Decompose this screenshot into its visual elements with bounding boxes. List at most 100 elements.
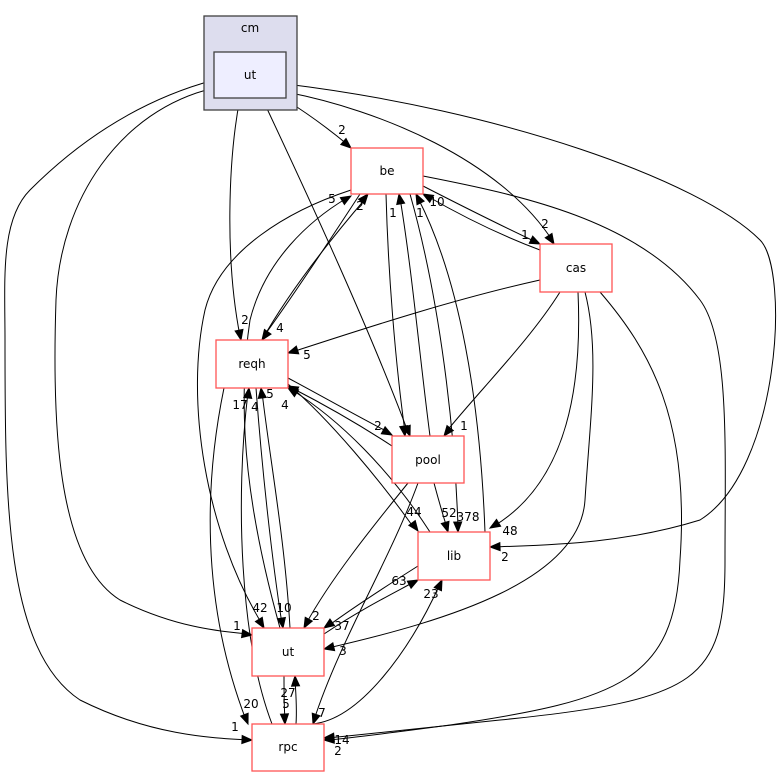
edge-weight-label[interactable]: 1 — [233, 619, 241, 633]
node-ut-label: ut — [282, 645, 295, 659]
edge-weight-label[interactable]: 2 — [338, 123, 346, 137]
edge-weight-label[interactable]: 2 — [501, 550, 509, 564]
edge-weight-label[interactable]: 10 — [276, 601, 291, 615]
edge-weight-label[interactable]: 27 — [280, 686, 295, 700]
edge-cm-ut-to-ut[interactable]: 1 — [54, 87, 254, 639]
edge-rpc-to-ut[interactable]: 27 — [280, 674, 301, 725]
arrowhead-icon — [407, 519, 419, 533]
arrowhead-icon — [440, 520, 450, 534]
edge-rpc-to-lib[interactable]: 23 — [311, 578, 443, 725]
edge-weight-label[interactable]: 1 — [416, 206, 424, 220]
node-ut[interactable]: ut — [251, 627, 325, 677]
edge-weight-label[interactable]: 37 — [334, 619, 349, 633]
arrowhead-icon — [257, 386, 268, 400]
edge-pool-to-reqh[interactable]: 5 — [266, 385, 393, 447]
edge-line — [263, 193, 361, 337]
arrowhead-icon — [322, 618, 336, 629]
edge-lib-to-reqh[interactable]: 4 — [281, 387, 431, 533]
edge-weight-label[interactable]: 14 — [334, 733, 349, 747]
arrowhead-icon — [398, 424, 409, 438]
edge-weight-label[interactable]: 10 — [429, 195, 444, 209]
edge-reqh-to-pool[interactable]: 2 — [287, 377, 394, 436]
edge-line — [327, 175, 726, 739]
edge-line — [311, 583, 441, 725]
edge-line — [287, 377, 389, 433]
edge-weight-label[interactable]: 2 — [241, 313, 249, 327]
edge-pool-to-be[interactable]: 1 — [389, 192, 431, 437]
node-lib[interactable]: lib — [417, 531, 491, 581]
edge-weight-label[interactable]: 2 — [312, 609, 320, 623]
edge-ut-to-rpc[interactable]: 5 — [279, 675, 290, 726]
node-reqh[interactable]: reqh — [215, 339, 289, 389]
edge-be-to-rpc[interactable]: 14 — [322, 175, 726, 747]
edge-line — [422, 185, 537, 243]
edge-lib-to-ut[interactable]: 37 — [322, 565, 419, 633]
edge-weight-label[interactable]: 20 — [243, 697, 258, 711]
edge-weight-label[interactable]: 4 — [251, 400, 259, 414]
edge-weight-label[interactable]: 5 — [266, 387, 274, 401]
edge-pool-to-ut[interactable]: 2 — [303, 482, 409, 630]
edge-weight-label[interactable]: 5 — [303, 348, 311, 362]
edge-be-to-ut[interactable]: 42 — [196, 189, 352, 630]
node-pool[interactable]: pool — [391, 435, 465, 484]
edge-weight-label[interactable]: 1 — [389, 206, 397, 220]
node-cas[interactable]: cas — [539, 243, 613, 293]
edge-line — [291, 387, 393, 447]
edge-weight-label[interactable]: 23 — [423, 587, 438, 601]
edge-weight-label[interactable]: 4 — [276, 321, 284, 335]
edge-pool-to-rpc[interactable]: 7 — [311, 482, 419, 726]
edge-weight-label[interactable]: 52 — [441, 506, 456, 520]
edge-weight-label[interactable]: 1 — [521, 228, 529, 242]
edges-layer: 2221121114113784214105148322244102015522… — [4, 79, 777, 758]
edge-line — [291, 279, 541, 353]
edge-weight-label[interactable]: 2 — [334, 744, 342, 758]
edge-weight-label[interactable]: 2 — [374, 419, 382, 433]
edge-be-to-reqh[interactable]: 4 — [261, 193, 361, 342]
edge-weight-label[interactable]: 378 — [457, 510, 480, 524]
edge-cm-ut-to-rpc[interactable]: 1 — [4, 79, 254, 745]
edge-weight-label[interactable]: 3 — [339, 644, 347, 658]
edge-cas-to-lib[interactable]: 48 — [488, 291, 580, 538]
edge-reqh-to-be[interactable]: 2 — [261, 192, 369, 341]
edge-weight-label[interactable]: 48 — [502, 524, 517, 538]
edge-reqh-to-ut[interactable]: 10 — [255, 387, 292, 630]
edge-line — [261, 97, 409, 433]
edge-cas-to-ut[interactable]: 3 — [322, 291, 594, 658]
arrowhead-icon — [396, 192, 406, 206]
edge-line — [313, 482, 419, 721]
edge-rpc-to-reqh[interactable]: 17 — [232, 386, 273, 725]
node-cm-ut[interactable]: ut — [213, 51, 287, 99]
edge-ut-to-reqh[interactable]: 4 — [251, 386, 291, 629]
edge-cas-to-reqh[interactable]: 5 — [286, 279, 541, 362]
edge-weight-label[interactable]: 5 — [328, 192, 336, 206]
edge-cm-ut-to-cas[interactable]: 2 — [285, 91, 555, 246]
edge-ut-to-lib[interactable]: 63 — [323, 574, 420, 635]
node-be[interactable]: be — [350, 147, 424, 195]
edge-cas-to-rpc[interactable]: 2 — [322, 291, 683, 758]
edge-weight-label[interactable]: 1 — [231, 720, 239, 734]
edge-be-to-lib[interactable]: 378 — [409, 193, 480, 534]
arrowhead-icon — [286, 345, 300, 355]
edge-weight-label[interactable]: 1 — [460, 419, 468, 433]
edge-weight-label[interactable]: 2 — [541, 217, 549, 231]
edge-weight-label[interactable]: 2 — [356, 199, 364, 213]
edge-cas-to-be[interactable]: 10 — [421, 193, 541, 251]
node-rpc[interactable]: rpc — [251, 723, 325, 772]
edge-weight-label[interactable]: 5 — [282, 697, 290, 711]
edge-weight-label[interactable]: 63 — [391, 574, 406, 588]
edge-weight-label[interactable]: 4 — [281, 398, 289, 412]
edge-pool-to-lib[interactable]: 52 — [433, 482, 457, 534]
edge-reqh-to-rpc[interactable]: 20 — [209, 387, 259, 726]
node-pool-label: pool — [415, 453, 441, 467]
edge-weight-label[interactable]: 7 — [318, 706, 326, 720]
edge-lib-to-be[interactable]: 1 — [415, 192, 486, 533]
edge-cm-ut-to-lib[interactable]: 2 — [285, 83, 777, 564]
edge-be-to-cas[interactable]: 1 — [422, 185, 542, 245]
edge-line — [305, 482, 409, 625]
edge-weight-label[interactable]: 44 — [406, 505, 421, 519]
edge-weight-label[interactable]: 17 — [232, 398, 247, 412]
edge-cm-ut-to-reqh[interactable]: 2 — [229, 97, 249, 342]
node-rpc-label: rpc — [278, 740, 297, 754]
edge-weight-label[interactable]: 42 — [252, 601, 267, 615]
edge-cas-to-pool[interactable]: 1 — [443, 291, 561, 438]
